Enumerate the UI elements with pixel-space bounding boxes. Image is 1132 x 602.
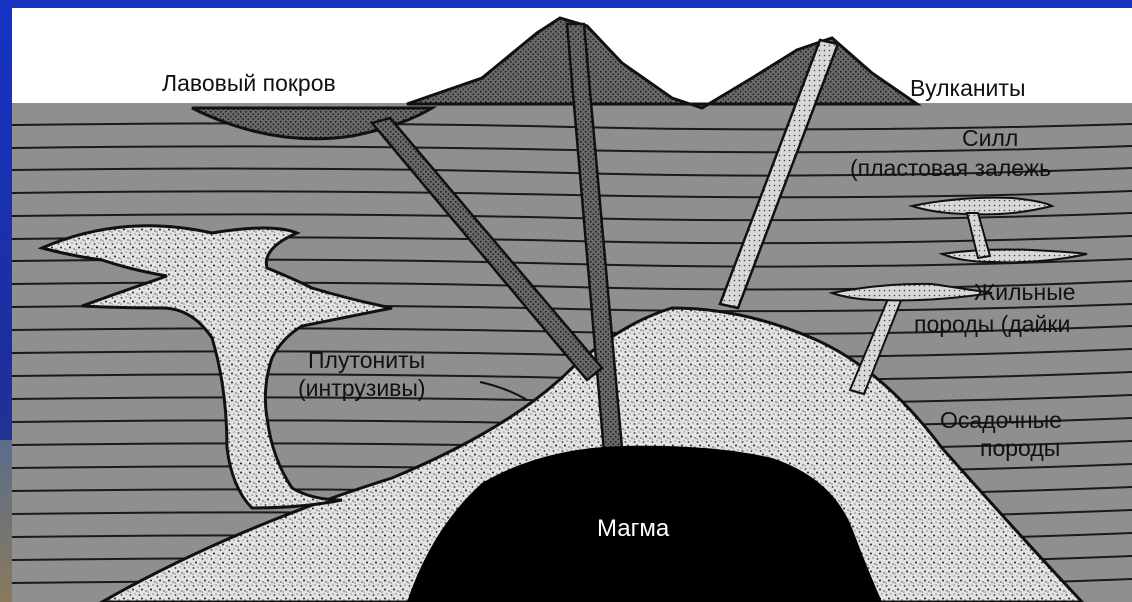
label-plutonites-line2: (интрузивы)	[298, 375, 426, 401]
label-dikes-line1: Жильные	[974, 279, 1076, 305]
label-volcanites: Вулканиты	[910, 75, 1025, 101]
volcano-cones	[407, 18, 917, 108]
label-plutonites-line1: Плутониты	[308, 347, 425, 373]
label-sill-line2: (пластовая залежь	[850, 155, 1051, 181]
diagram-panel: Лавовый покров Вулканиты Силл (пластовая…	[12, 8, 1132, 602]
volcanism-diagram: Лавовый покров Вулканиты Силл (пластовая…	[12, 8, 1132, 602]
label-dikes-line2: породы (дайки	[914, 311, 1070, 337]
label-lava-cover: Лавовый покров	[162, 70, 336, 96]
label-sill-line1: Силл	[962, 125, 1018, 151]
slide-left-strip	[0, 440, 12, 602]
label-sedimentary-line1: Осадочные	[940, 407, 1062, 433]
label-sedimentary-line2: породы	[980, 435, 1060, 461]
label-magma: Магма	[597, 515, 670, 542]
